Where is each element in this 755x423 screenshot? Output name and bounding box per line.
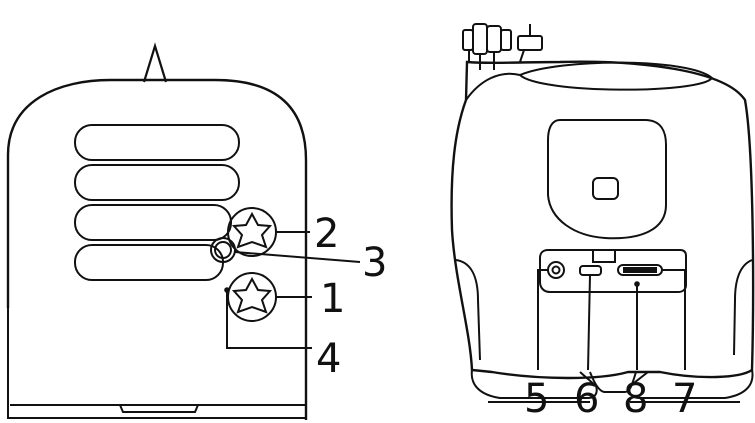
leader-4 xyxy=(226,292,312,349)
callout-1: 1 xyxy=(320,276,345,322)
speaker-slot-2 xyxy=(74,164,240,201)
callout-2: 2 xyxy=(314,211,339,257)
back-center-notch xyxy=(589,371,637,393)
leader-6 xyxy=(587,274,591,371)
mount-plate xyxy=(547,119,667,240)
knob-lower xyxy=(227,272,277,322)
back-body-outline xyxy=(450,60,755,380)
reset-hole xyxy=(634,281,640,287)
antenna xyxy=(142,42,168,83)
back-view xyxy=(450,23,755,403)
callout-8: 8 xyxy=(623,376,648,422)
port-panel xyxy=(539,249,687,293)
speaker-slot-1 xyxy=(74,124,240,161)
callout-5: 5 xyxy=(524,376,549,422)
back-left-shoulder xyxy=(465,72,521,101)
callout-6: 6 xyxy=(574,376,599,422)
front-view xyxy=(6,42,361,420)
leader-5 xyxy=(537,269,548,370)
front-body-outline xyxy=(6,78,308,420)
mount-plate-socket xyxy=(592,177,619,200)
front-body-base xyxy=(7,308,306,419)
button-center xyxy=(210,237,236,263)
callout-3: 3 xyxy=(362,240,387,286)
callout-7: 7 xyxy=(672,376,697,422)
callout-4: 4 xyxy=(316,336,341,382)
back-top-hump xyxy=(518,61,714,91)
port-tab xyxy=(592,249,616,263)
speaker-slot-4 xyxy=(74,244,224,281)
speaker-slot-3 xyxy=(74,204,232,241)
back-right-contour xyxy=(733,259,753,356)
mount-knob xyxy=(462,23,543,70)
back-base xyxy=(470,369,598,399)
audio-jack xyxy=(547,261,565,279)
leader-3 xyxy=(234,251,361,263)
front-foot xyxy=(119,404,199,413)
leader-7 xyxy=(662,269,686,370)
usb-port xyxy=(579,265,602,276)
indicator-dot xyxy=(224,287,230,293)
back-left-contour xyxy=(455,259,481,361)
